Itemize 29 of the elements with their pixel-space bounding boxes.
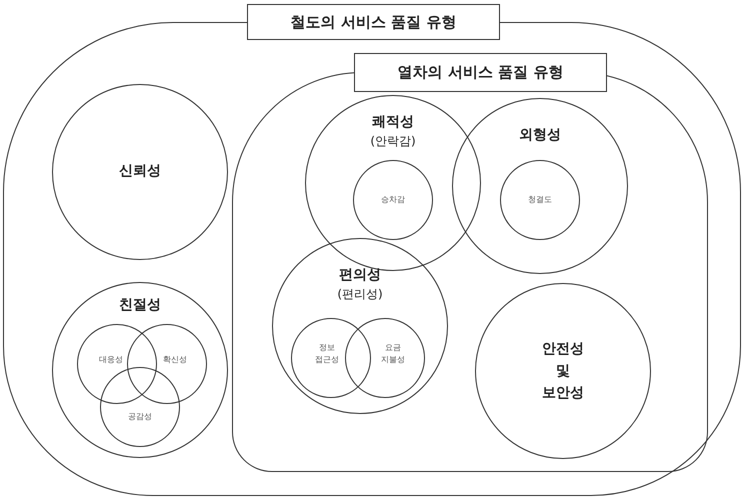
circle-label: 정보 접근성 <box>314 342 340 366</box>
venn-circle <box>100 367 180 447</box>
venn-circle <box>500 160 580 240</box>
venn-circle <box>77 324 157 404</box>
venn-circle <box>52 84 228 260</box>
venn-circle <box>345 318 425 398</box>
circle-label: 확신성 <box>162 354 188 365</box>
circle-label: 요금 지불성 <box>380 342 406 366</box>
heading-box: 열차의 서비스 품질 유형 <box>354 53 607 92</box>
venn-circle <box>475 283 651 459</box>
venn-circle <box>291 318 371 398</box>
venn-circle <box>353 160 433 240</box>
circle-label: 안전성 및 보안성 <box>541 340 585 403</box>
venn-circle <box>127 324 207 404</box>
venn-circle <box>272 238 448 414</box>
circle-label: 공감성 <box>127 411 153 422</box>
circle-label: 편의성 <box>338 266 382 284</box>
circle-label: 쾌적성 <box>371 113 415 131</box>
venn-circle <box>52 282 228 458</box>
heading-box: 철도의 서비스 품질 유형 <box>247 4 500 40</box>
circle-label: 친절성 <box>118 296 162 314</box>
circle-label: 외형성 <box>518 126 562 144</box>
circle-label: 승차감 <box>380 194 406 205</box>
circle-label: 대응성 <box>98 354 124 365</box>
circle-label: 신뢰성 <box>118 162 162 180</box>
circle-label: 청결도 <box>527 194 553 205</box>
venn-circle <box>452 98 628 274</box>
circle-label: (편리성) <box>336 286 384 303</box>
circle-label: (안락감) <box>369 133 417 150</box>
